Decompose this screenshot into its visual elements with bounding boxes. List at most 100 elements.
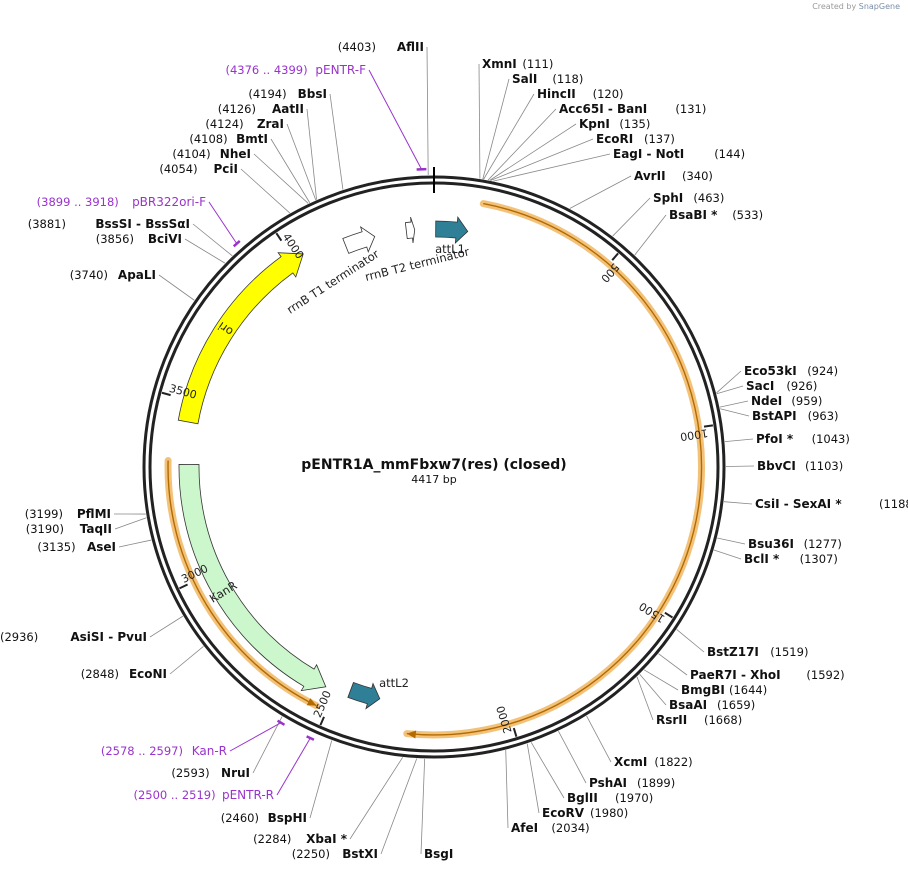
primer-line-pentr-f bbox=[368, 69, 422, 170]
site-position-hincii: (120) bbox=[593, 87, 624, 101]
site-label-bstz17i: BstZ17I bbox=[707, 645, 759, 659]
site-label-bcivi: BciVI bbox=[148, 232, 182, 246]
site-position-apali: (3740) bbox=[70, 268, 108, 282]
site-position-sali: (118) bbox=[552, 72, 583, 86]
site-line-aatii bbox=[306, 108, 317, 200]
feature-label-attl2: attL2 bbox=[379, 676, 409, 690]
site-label-csii-sexai: CsiI - SexAI * bbox=[755, 497, 842, 511]
plasmid-title: pENTR1A_mmFbxw7(res) (closed) bbox=[301, 457, 566, 473]
tick-500 bbox=[611, 252, 619, 261]
tick-label-2500: 2500 bbox=[311, 689, 334, 720]
site-line-pfoi bbox=[724, 438, 754, 442]
backbone-group bbox=[142, 167, 726, 759]
site-line-xbai bbox=[349, 757, 404, 840]
site-position-xmni: (111) bbox=[522, 57, 553, 71]
site-label-aflii: AflII bbox=[397, 40, 424, 54]
site-position-bmti: (4108) bbox=[189, 132, 227, 146]
site-line-rsrii bbox=[636, 676, 654, 721]
site-label-ecorv: EcoRV bbox=[542, 806, 585, 820]
site-line-ecorv bbox=[526, 743, 540, 814]
site-label-aatii: AatII bbox=[272, 102, 304, 116]
site-position-econi: (2848) bbox=[81, 667, 119, 681]
site-label-kpni: KpnI bbox=[579, 117, 610, 131]
site-line-sphi bbox=[612, 197, 651, 237]
primer-line-pbr322ori-f bbox=[208, 201, 238, 244]
tick-1000 bbox=[703, 424, 714, 428]
site-position-afei: (2034) bbox=[551, 821, 589, 835]
site-position-ecorv: (1980) bbox=[590, 806, 628, 820]
tick-label-500: 500 bbox=[598, 261, 622, 285]
site-label-taqii: TaqII bbox=[80, 522, 112, 536]
site-line-asei bbox=[118, 539, 152, 548]
site-line-zrai bbox=[286, 123, 317, 201]
site-position-nhei: (4104) bbox=[172, 147, 210, 161]
site-label-ecori: EcoRI bbox=[596, 132, 633, 146]
site-position-bstz17i: (1519) bbox=[770, 645, 808, 659]
site-position-bbsi: (4194) bbox=[248, 87, 286, 101]
site-label-bsssi-bsssai: BssSI - BssSαI bbox=[95, 217, 190, 231]
site-position-nrui: (2593) bbox=[171, 766, 209, 780]
site-line-bsphi bbox=[309, 740, 333, 819]
site-line-bmgbi bbox=[643, 669, 679, 691]
feature-attl1 bbox=[435, 216, 469, 245]
site-line-kpni bbox=[489, 123, 577, 181]
site-label-pshai: PshAI bbox=[589, 776, 627, 790]
site-line-nrui bbox=[252, 716, 283, 774]
site-position-bsphi: (2460) bbox=[221, 811, 259, 825]
site-label-paer7i-xhoi: PaeR7I - XhoI bbox=[690, 668, 781, 682]
feature-attl2 bbox=[347, 681, 381, 710]
site-line-xcmi bbox=[586, 715, 612, 763]
site-label-bmgbi: BmgBI bbox=[681, 683, 725, 697]
watermark-prefix: Created by bbox=[812, 2, 857, 11]
primer-line-pentr-r bbox=[276, 737, 311, 796]
site-line-bsabi bbox=[634, 214, 667, 256]
site-line-bsssi-bsssai bbox=[192, 223, 233, 257]
primer-label-pbr322ori-f: pBR322ori-F bbox=[132, 195, 206, 209]
site-position-bsabi: (533) bbox=[732, 208, 763, 222]
primer-label-kan-r: Kan-R bbox=[192, 744, 227, 758]
plasmid-length: 4417 bp bbox=[411, 473, 456, 486]
tick-label-1000: 1000 bbox=[679, 426, 709, 443]
site-label-xcmi: XcmI bbox=[614, 755, 647, 769]
primer-mark-kan-r bbox=[276, 719, 286, 726]
feature-ori bbox=[177, 252, 304, 425]
site-position-zrai: (4124) bbox=[205, 117, 243, 131]
site-label-pcii: PciI bbox=[214, 162, 239, 176]
site-label-saci: SacI bbox=[746, 379, 774, 393]
site-label-nhei: NheI bbox=[220, 147, 251, 161]
site-position-pcii: (4054) bbox=[159, 162, 197, 176]
site-line-bcivi bbox=[184, 238, 226, 264]
site-line-bstz17i bbox=[676, 629, 705, 653]
site-line-pcii bbox=[240, 168, 291, 214]
site-line-bstxi bbox=[380, 758, 418, 855]
primer-range-kan-r: (2578 .. 2597) bbox=[101, 744, 183, 758]
site-line-bmti bbox=[270, 138, 311, 203]
site-label-bsphi: BspHI bbox=[268, 811, 307, 825]
site-label-bcli: BclI * bbox=[744, 552, 780, 566]
site-line-eco53ki bbox=[716, 370, 742, 394]
site-label-hincii: HincII bbox=[537, 87, 576, 101]
site-label-bglii: BglII bbox=[567, 791, 598, 805]
site-label-bstxi: BstXI bbox=[342, 847, 378, 861]
site-position-bglii: (1970) bbox=[615, 791, 653, 805]
orf-arrowhead-0 bbox=[406, 730, 417, 739]
site-line-hincii bbox=[483, 93, 535, 180]
site-line-bglii bbox=[530, 742, 565, 799]
feature-rrnb-t2-terminator bbox=[404, 216, 416, 244]
site-position-xbai: (2284) bbox=[253, 832, 291, 846]
primer-range-pentr-f: (4376 .. 4399) bbox=[225, 63, 307, 77]
site-line-sali bbox=[482, 78, 510, 180]
site-position-saci: (926) bbox=[786, 379, 817, 393]
primers-group: pENTR-F(4376 .. 4399)pBR322ori-F(3899 ..… bbox=[37, 63, 427, 802]
site-line-avrii bbox=[569, 175, 632, 209]
snapgene-watermark: Created by SnapGene bbox=[812, 2, 900, 11]
site-position-sphi: (463) bbox=[693, 191, 724, 205]
site-line-bsgi bbox=[420, 758, 426, 855]
sites-group: AflII(4403)XmnI(111)SalI(118)HincII(120)… bbox=[0, 40, 908, 861]
site-position-xcmi: (1822) bbox=[654, 755, 692, 769]
primer-range-pbr322ori-f: (3899 .. 3918) bbox=[37, 195, 119, 209]
tick-2500 bbox=[319, 716, 325, 726]
primer-range-pentr-r: (2500 .. 2519) bbox=[133, 788, 215, 802]
site-line-bstapi bbox=[720, 408, 750, 417]
site-line-pshai bbox=[558, 730, 587, 784]
